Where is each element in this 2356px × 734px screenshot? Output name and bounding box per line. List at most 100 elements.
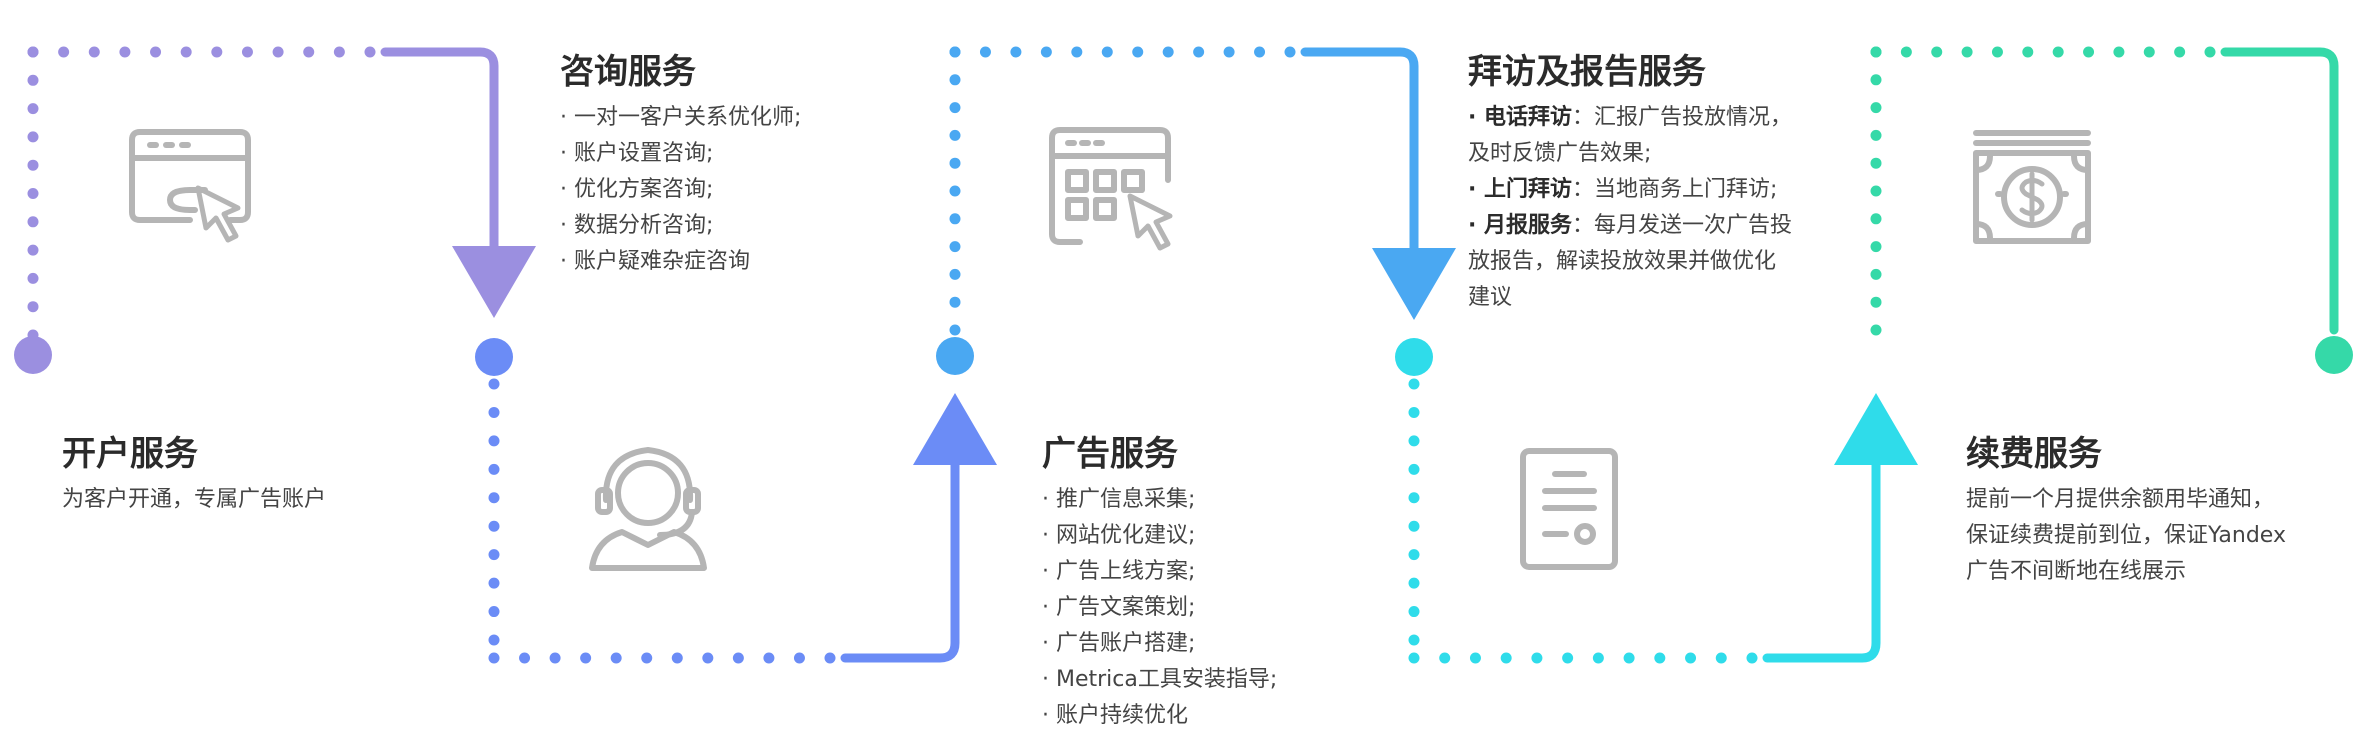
path-dot — [949, 129, 961, 141]
path-dot — [1223, 46, 1235, 58]
step-title: 广告服务 — [1042, 434, 1178, 474]
path-dot — [2204, 46, 2216, 58]
path-dot — [949, 296, 961, 308]
path-dot — [488, 549, 500, 561]
path-dot — [333, 46, 345, 58]
path-dot — [1408, 492, 1420, 504]
path-dot — [1408, 606, 1420, 618]
step-line-keyword: · 电话拜访 — [1468, 105, 1573, 130]
path-dot — [1500, 652, 1512, 664]
path-dot — [1870, 102, 1882, 114]
path-dot — [488, 378, 500, 390]
step-title: 开户服务 — [62, 434, 198, 474]
step-node — [2315, 336, 2353, 374]
path-dot — [1900, 46, 1912, 58]
path-dot — [303, 46, 315, 58]
arrow-down-head — [1372, 248, 1456, 320]
step-line: 为客户开通，专属广告账户 — [62, 487, 327, 512]
step-line: 放报告，解读投放效果并做优化 — [1468, 249, 1777, 274]
step-line: · 账户疑难杂症咨询 — [560, 249, 750, 274]
path-dot — [702, 652, 714, 664]
path-dot — [1408, 435, 1420, 447]
path-dot — [1870, 129, 1882, 141]
step-line: · 优化方案咨询; — [560, 177, 714, 202]
path-dot — [488, 463, 500, 475]
step-line: · 广告上线方案; — [1042, 559, 1196, 584]
path-dot — [824, 652, 836, 664]
path-dot — [1408, 520, 1420, 532]
browser-click-icon — [129, 129, 251, 243]
path-segment — [1762, 445, 1881, 663]
path-dot — [488, 652, 500, 664]
step-title: 咨询服务 — [560, 52, 696, 92]
path-dot — [610, 652, 622, 664]
report-document-icon — [1520, 448, 1618, 570]
path-dot — [1010, 46, 1022, 58]
path-dot — [27, 131, 39, 143]
step-open-account: 开户服务 为客户开通，专属广告账户 — [62, 432, 326, 518]
step-line: · 一对一客户关系优化师; — [560, 105, 802, 130]
path-dot — [1870, 324, 1882, 336]
path-dot — [641, 652, 653, 664]
path-dot — [27, 159, 39, 171]
path-dot — [1408, 406, 1420, 418]
step-line: · 电话拜访：汇报广告投放情况， — [1468, 105, 1793, 130]
path-dot — [949, 324, 961, 336]
path-dot — [2083, 46, 2095, 58]
step-line: 广告不间断地在线展示 — [1966, 559, 2187, 584]
path-dot — [1439, 652, 1451, 664]
path-segment — [380, 47, 499, 255]
path-dot — [1408, 577, 1420, 589]
path-dot — [1162, 46, 1174, 58]
path-dot — [1870, 46, 1882, 58]
path-dot — [488, 435, 500, 447]
money-bill-icon — [1973, 130, 2091, 244]
path-dot — [949, 241, 961, 253]
path-dot — [27, 188, 39, 199]
step-line: 建议 — [1468, 285, 1513, 310]
path-dot — [2052, 46, 2064, 58]
path-dot — [1870, 268, 1882, 280]
path-dot — [488, 492, 500, 504]
path-dot — [150, 46, 162, 58]
step-line: · Metrica工具安装指导; — [1042, 667, 1278, 692]
path-dot — [1931, 46, 1943, 58]
path-dot — [488, 606, 500, 618]
path-dot — [1870, 157, 1882, 169]
path-dot — [2174, 46, 2186, 58]
path-dot — [549, 652, 561, 664]
step-line: · 网站优化建议; — [1042, 523, 1196, 548]
path-dot — [27, 46, 39, 58]
step-line: · 账户持续优化 — [1042, 703, 1188, 728]
path-dot — [27, 74, 39, 86]
path-dot — [519, 652, 531, 664]
step-line: · 推广信息采集; — [1042, 487, 1196, 512]
path-dot — [949, 185, 961, 197]
path-dot — [1132, 46, 1144, 58]
path-dot — [1746, 652, 1758, 664]
path-dot — [1408, 463, 1420, 475]
path-dot — [27, 272, 39, 284]
path-dot — [949, 268, 961, 280]
path-dot — [1592, 652, 1604, 664]
path-dot — [949, 213, 961, 225]
path-dot — [763, 652, 775, 664]
path-dot — [1408, 549, 1420, 561]
path-dot — [1991, 46, 2003, 58]
step-title: 续费服务 — [1966, 434, 2102, 474]
arrow-up-head — [913, 393, 997, 465]
path-dot — [488, 634, 500, 646]
path-dot — [2143, 46, 2155, 58]
path-dot — [2022, 46, 2034, 58]
path-dot — [1284, 46, 1296, 58]
step-node — [475, 338, 513, 376]
step-renewal: 续费服务 提前一个月提供余额用毕通知， 保证续费提前到位，保证Yandex 广告… — [1966, 432, 2286, 590]
path-dot — [671, 652, 683, 664]
path-dot — [949, 157, 961, 169]
path-segment — [2220, 47, 2339, 335]
path-dot — [793, 652, 805, 664]
step-line: 及时反馈广告效果; — [1468, 141, 1652, 166]
path-dot — [1040, 46, 1052, 58]
path-dot — [949, 74, 961, 86]
path-segment — [840, 445, 960, 663]
